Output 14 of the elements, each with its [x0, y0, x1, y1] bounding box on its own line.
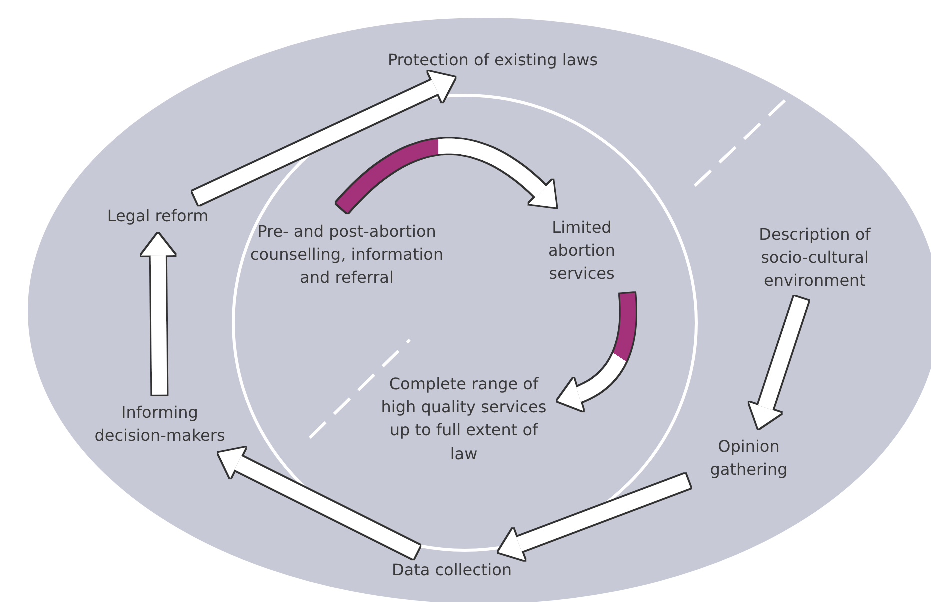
cycle-label: Data collection: [362, 558, 542, 582]
curved-arrow: [336, 138, 557, 214]
cycle-label: Legal reform: [93, 204, 223, 228]
cycle-label: Description of socio-cultural environment: [740, 223, 890, 293]
cycle-label: Limited abortion services: [517, 216, 647, 286]
cycle-label: Pre- and post-abortion counselling, information and referral: [237, 220, 457, 290]
cycle-label: Informing decision-makers: [85, 400, 235, 448]
cycle-label: Opinion gathering: [694, 434, 804, 482]
cycle-label: Protection of existing laws: [363, 48, 623, 72]
cycle-label: Complete range of high quality services up to full extent of law: [376, 372, 552, 466]
curved-arrow: [558, 291, 636, 412]
block-arrow: [749, 296, 809, 429]
inner-circle: [232, 94, 698, 552]
block-arrow: [141, 234, 176, 395]
